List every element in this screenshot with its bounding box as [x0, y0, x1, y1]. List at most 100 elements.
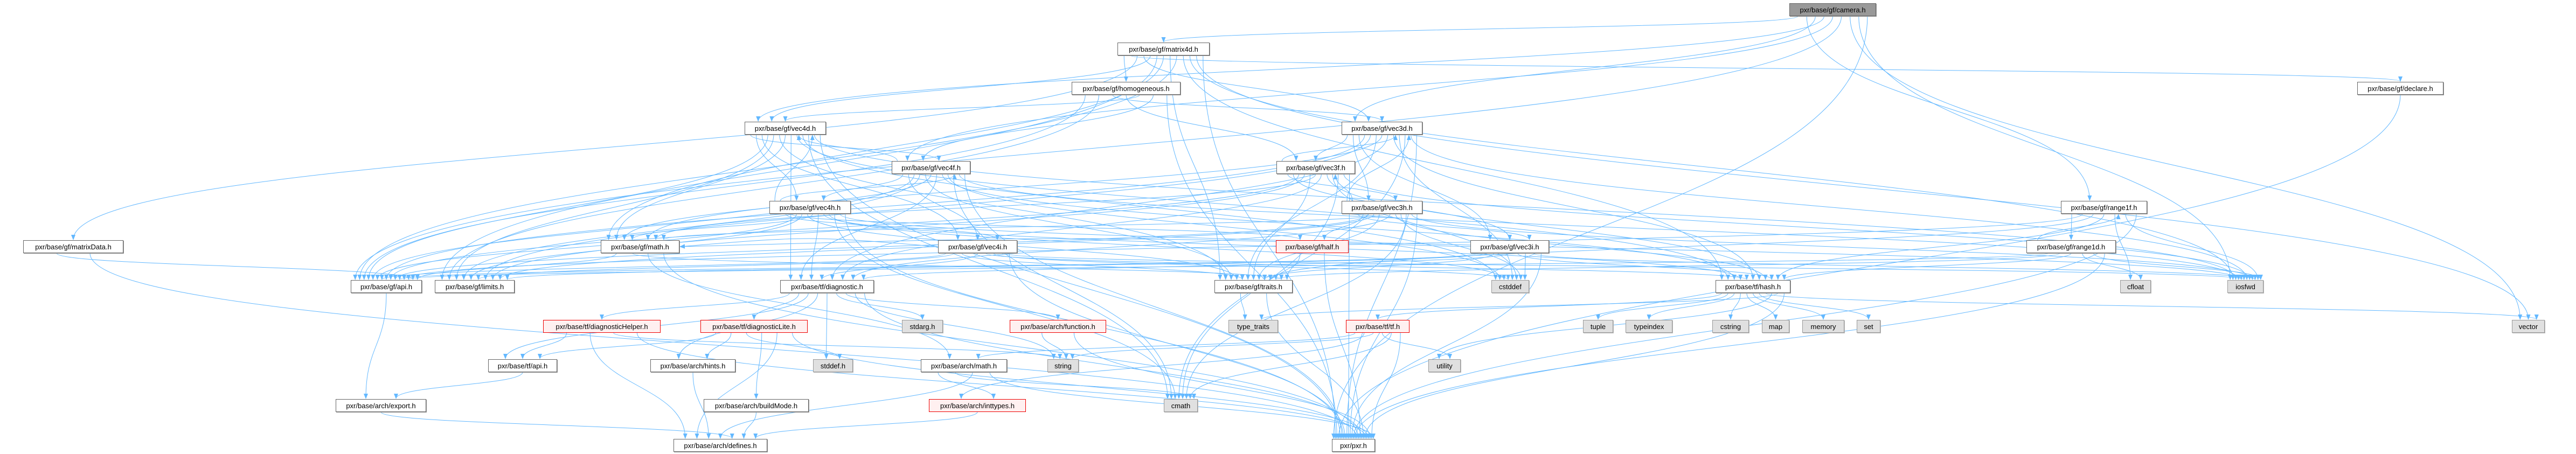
edge-vec3f-to-iosfwd [1343, 173, 2252, 280]
edge-math-to-api [415, 253, 617, 280]
node-hints[interactable]: pxr/base/arch/hints.h [650, 359, 735, 372]
node-archmath[interactable]: pxr/base/arch/math.h [921, 359, 1007, 372]
node-type-traits[interactable]: type_traits [1228, 320, 1278, 333]
node-cmath[interactable]: cmath [1164, 399, 1198, 412]
edge-hash-to-set [1759, 292, 1871, 320]
edge-camera-to-vec4d [756, 16, 1824, 122]
node-vec4f[interactable]: pxr/base/gf/vec4f.h [892, 161, 970, 174]
node-matrix-data[interactable]: pxr/base/gf/matrixData.h [23, 240, 123, 253]
edge-archmath-to-defines [718, 372, 973, 439]
edge-matrix4d-to-vector [1196, 55, 2531, 320]
node-defines[interactable]: pxr/base/arch/defines.h [673, 439, 767, 452]
edge-export-to-defines [380, 411, 734, 439]
node-pxr[interactable]: pxr/pxr.h [1332, 439, 1375, 452]
node-half[interactable]: pxr/base/gf/half.h [1276, 240, 1349, 253]
node-cstring[interactable]: cstring [1712, 320, 1749, 333]
node-function[interactable]: pxr/base/arch/function.h [1010, 320, 1106, 333]
node-string[interactable]: string [1047, 359, 1079, 372]
edge-vec4i-to-pxr [1009, 253, 1348, 439]
node-vec4d[interactable]: pxr/base/gf/vec4d.h [745, 122, 826, 135]
node-vec3h[interactable]: pxr/base/gf/vec3h.h [1342, 201, 1422, 214]
edge-tf-to-utility [1381, 332, 1452, 359]
edge-camera-to-range1f [1806, 16, 2092, 201]
edge-hash-to-vector [1765, 292, 2539, 320]
node-vec4i[interactable]: pxr/base/gf/vec4i.h [938, 240, 1017, 253]
node-limits[interactable]: pxr/base/gf/limits.h [435, 280, 515, 293]
edge-matrixData-to-api [56, 253, 415, 280]
node-cstddef[interactable]: cstddef [1491, 280, 1529, 293]
edge-vec3h-to-math [662, 213, 1385, 240]
node-memory[interactable]: memory [1802, 320, 1844, 333]
node-homogeneous[interactable]: pxr/base/gf/homogeneous.h [1072, 82, 1181, 95]
edge-diagnostic-to-string [855, 292, 1056, 359]
node-cfloat[interactable]: cfloat [2120, 280, 2151, 293]
node-api[interactable]: pxr/base/gf/api.h [351, 280, 422, 293]
edge-vec3f-to-api [388, 173, 1300, 280]
node-tuple[interactable]: tuple [1583, 320, 1613, 333]
edge-vec3i-to-pxr [1349, 253, 1542, 439]
node-stddef[interactable]: stddef.h [813, 359, 853, 372]
node-vec4h[interactable]: pxr/base/gf/vec4h.h [769, 201, 851, 214]
edge-range1f-to-iosfwd [2125, 213, 2260, 280]
node-camera[interactable]: pxr/base/gf/camera.h [1789, 3, 1876, 16]
edge-vec4f-to-pxr [964, 173, 1344, 439]
node-declare[interactable]: pxr/base/gf/declare.h [2357, 82, 2443, 95]
node-tf[interactable]: pxr/base/tf/tf.h [1346, 320, 1409, 333]
node-diag-lite[interactable]: pxr/base/tf/diagnosticLite.h [700, 320, 808, 333]
edge-camera-to-pxr [1331, 16, 1868, 439]
edge-vec4d-to-limits [454, 134, 774, 280]
edge-archmath-to-inttypes [938, 372, 996, 399]
node-matrix4d[interactable]: pxr/base/gf/matrix4d.h [1117, 43, 1210, 55]
node-diagnostic[interactable]: pxr/base/tf/diagnostic.h [780, 280, 874, 293]
edge-diagLite-to-hints [705, 332, 732, 359]
node-build-mode[interactable]: pxr/base/arch/buildMode.h [704, 399, 809, 412]
node-utility[interactable]: utility [1428, 359, 1461, 372]
node-vec3i[interactable]: pxr/base/gf/vec3i.h [1470, 240, 1549, 253]
edge-vec4h-to-math [630, 213, 814, 240]
edge-vec3i-to-iosfwd [1533, 253, 2258, 280]
node-vector[interactable]: vector [2512, 320, 2545, 333]
edge-vec4f-to-vec4h [821, 173, 904, 201]
edge-vec4f-to-hash [942, 173, 1737, 280]
node-traits[interactable]: pxr/base/gf/traits.h [1214, 280, 1293, 293]
edge-camera-to-iosfwd [1858, 16, 2233, 280]
edge-vec3f-to-cstddef [1332, 173, 1519, 280]
node-diag-helper[interactable]: pxr/base/tf/diagnosticHelper.h [543, 320, 661, 333]
node-typeindex[interactable]: typeindex [1626, 320, 1672, 333]
edge-vec3f-to-limits [490, 173, 1305, 280]
edge-matrix4d-to-vec4d [769, 55, 1151, 122]
node-inttypes[interactable]: pxr/base/arch/inttypes.h [929, 399, 1026, 412]
edge-diagLite-to-defines [695, 332, 777, 439]
node-set[interactable]: set [1857, 320, 1880, 333]
edge-vec4d-to-math [614, 134, 786, 240]
node-range1d[interactable]: pxr/base/gf/range1d.h [2026, 240, 2116, 253]
edge-vec3h-to-cmath [1184, 213, 1407, 399]
node-map[interactable]: map [1762, 320, 1789, 333]
node-vec3f[interactable]: pxr/base/gf/vec3f.h [1276, 161, 1355, 174]
node-math[interactable]: pxr/base/gf/math.h [601, 240, 679, 253]
edge-vec4f-to-cstddef [947, 173, 1502, 280]
edge-vec4d-to-hash [796, 134, 1731, 280]
node-iosfwd[interactable]: iosfwd [2227, 280, 2263, 293]
edge-vec4h-to-half [790, 213, 1302, 240]
edge-matrix4d-to-homogeneous [1123, 55, 1128, 82]
node-hash[interactable]: pxr/base/tf/hash.h [1716, 280, 1790, 293]
edge-vec4h-to-vec4f [780, 174, 957, 201]
edge-diagLite-to-tfapi [538, 332, 716, 359]
edge-vec4d-to-vec4h [756, 134, 799, 201]
edge-vec3d-to-vec3h [1352, 134, 1371, 201]
node-range1f[interactable]: pxr/base/gf/range1f.h [2061, 201, 2147, 214]
edge-vec3d-to-cmath [1177, 134, 1406, 399]
edge-homogeneous-to-vec3d [1112, 94, 1384, 122]
edge-diagnostic-to-function [845, 292, 1060, 320]
edge-tf-to-string [1070, 332, 1374, 359]
node-vec3d[interactable]: pxr/base/gf/vec3d.h [1342, 122, 1422, 135]
edge-vec4d-to-traits [779, 134, 1228, 280]
edge-diagHelper-to-pxr [636, 332, 1369, 439]
node-export[interactable]: pxr/base/arch/export.h [336, 399, 426, 412]
node-tfapi[interactable]: pxr/base/tf/api.h [488, 359, 557, 372]
edge-vec4i-to-hash [985, 253, 1749, 280]
node-stdarg[interactable]: stdarg.h [902, 320, 943, 333]
